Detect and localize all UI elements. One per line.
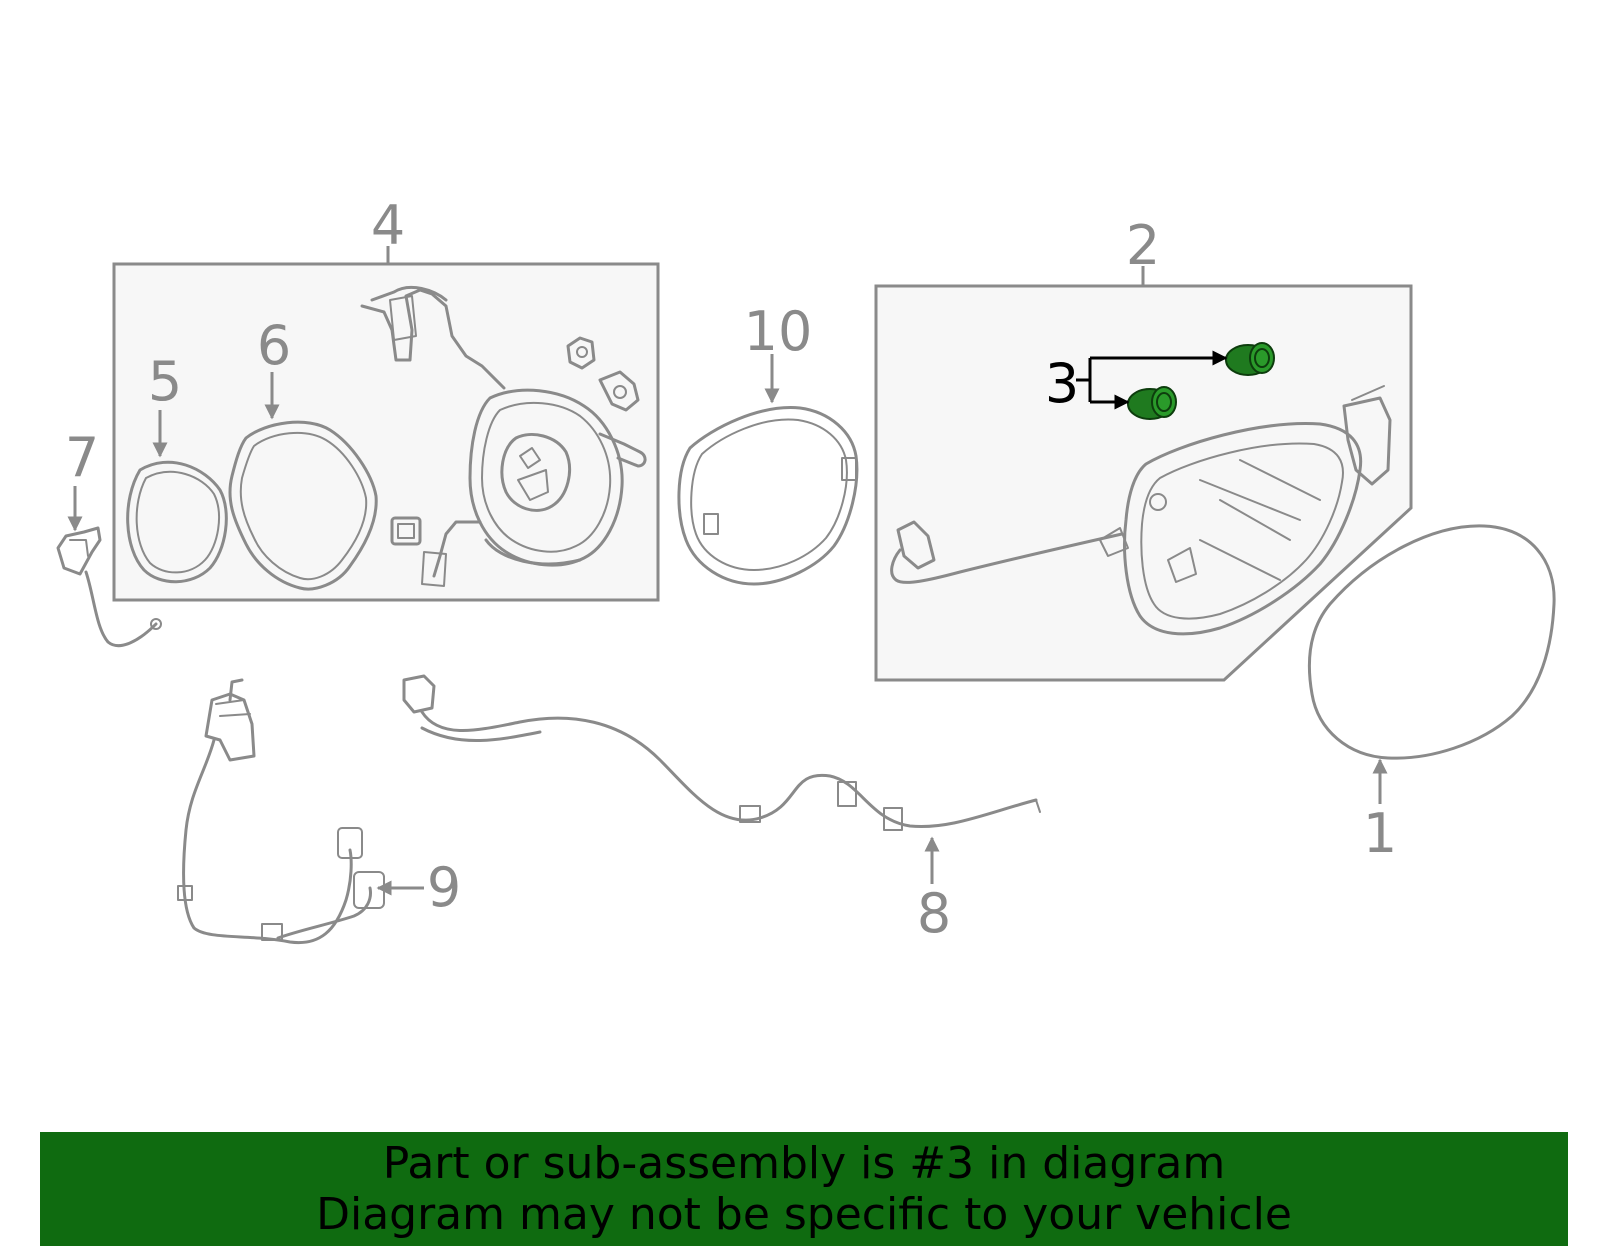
part-9-wiring-harness[interactable] bbox=[177, 678, 385, 945]
part-3-screw-lower[interactable] bbox=[1127, 386, 1177, 420]
callout-10: 10 bbox=[744, 300, 813, 363]
callout-2: 2 bbox=[1126, 214, 1160, 277]
callout-6: 6 bbox=[257, 314, 291, 377]
callout-5: 5 bbox=[148, 350, 182, 413]
callout-1: 1 bbox=[1363, 802, 1397, 865]
assembly-box-2 bbox=[874, 284, 1413, 682]
part-6-gasket[interactable] bbox=[228, 420, 378, 591]
part-7-connector[interactable] bbox=[56, 526, 162, 648]
banner-line-part: Part or sub-assembly is #3 in diagram bbox=[382, 1138, 1226, 1189]
info-banner: Part or sub-assembly is #3 in diagram Di… bbox=[40, 1132, 1568, 1246]
part-3-screw-upper[interactable] bbox=[1225, 342, 1275, 376]
part-2-door-housing[interactable] bbox=[890, 385, 1392, 636]
part-4-charging-socket[interactable] bbox=[360, 286, 647, 587]
callout-4: 4 bbox=[371, 194, 405, 257]
callout-8: 8 bbox=[917, 882, 951, 945]
small-clip bbox=[390, 516, 422, 546]
leader-3 bbox=[1076, 350, 1228, 410]
callout-3: 3 bbox=[1045, 352, 1079, 415]
part-8-cable[interactable] bbox=[402, 674, 1041, 831]
part-1-door-lid[interactable] bbox=[1307, 524, 1556, 760]
banner-line-disclaimer: Diagram may not be specific to your vehi… bbox=[316, 1189, 1292, 1240]
callout-9: 9 bbox=[427, 856, 461, 919]
part-10-gasket[interactable] bbox=[677, 406, 859, 586]
part-5-seal-ring[interactable] bbox=[126, 460, 228, 584]
callout-7: 7 bbox=[65, 426, 99, 489]
